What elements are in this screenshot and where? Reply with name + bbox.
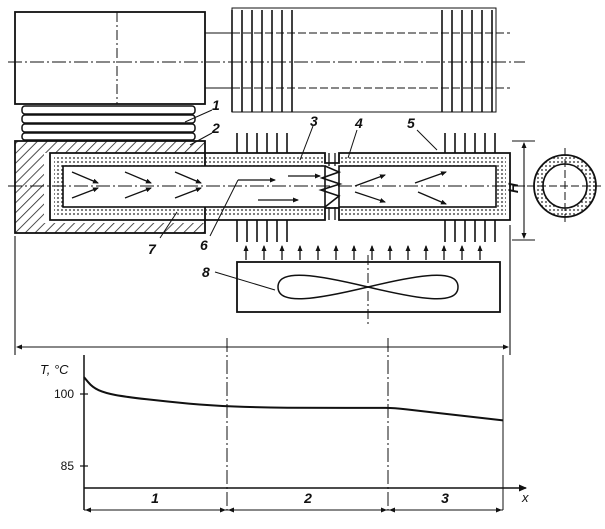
zone-label-2: 2	[303, 490, 312, 506]
ytick-label-100: 100	[54, 387, 74, 401]
zone-label-1: 1	[151, 490, 159, 506]
callout-6: 6	[200, 237, 208, 253]
airflow-arrows	[243, 245, 483, 260]
fin-stack-condenser	[236, 133, 496, 242]
overall-length-dimension	[14, 225, 511, 355]
x-axis-label: x	[521, 490, 529, 505]
callout-7: 7	[148, 241, 157, 257]
upper-fin-stack	[205, 7, 510, 113]
fan-unit	[236, 255, 501, 325]
callout-8: 8	[202, 264, 210, 280]
contact-plates	[21, 105, 196, 141]
callout-leaders	[159, 109, 438, 291]
callout-5: 5	[407, 115, 415, 131]
zone-label-3: 3	[441, 490, 449, 506]
vapor-flow-arrows	[71, 171, 447, 205]
height-symbol: H	[505, 182, 521, 193]
callout-3: 3	[310, 113, 318, 129]
temperature-chart: 100 85 T, °C x 1 2 3	[40, 338, 529, 513]
callout-4: 4	[354, 115, 363, 131]
callout-labels: 1 2 3 4 5 6 7 8	[148, 97, 415, 280]
y-axis-label: T, °C	[40, 362, 69, 377]
height-dimension	[512, 140, 535, 241]
pipe-cross-section	[527, 148, 603, 224]
callout-2: 2	[211, 120, 220, 136]
heat-source-block	[14, 11, 206, 105]
ytick-label-85: 85	[61, 459, 75, 473]
callout-1: 1	[212, 97, 220, 113]
temperature-curve	[83, 376, 504, 422]
